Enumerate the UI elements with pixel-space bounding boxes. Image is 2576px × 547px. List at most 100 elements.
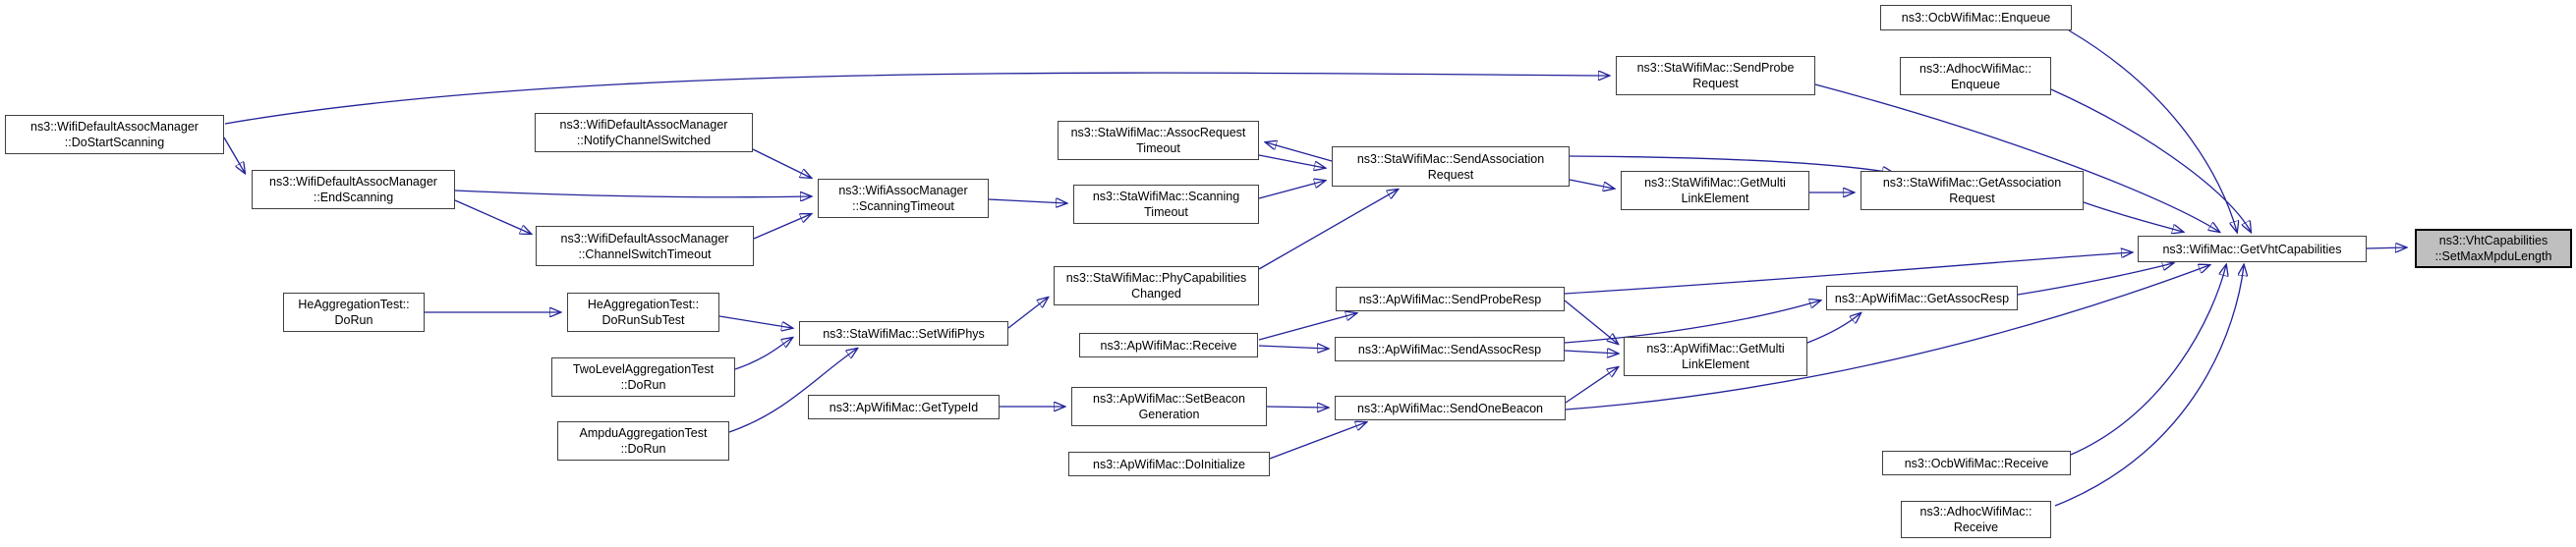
graph-node-he-agg-do-run[interactable]: HeAggregationTest::DoRun [283, 293, 425, 332]
call-edge-get-vht-capabilities--set-max-mpdu-length [2366, 247, 2406, 248]
node-label-line: ns3::ApWifiMac::GetAssocResp [1834, 291, 2010, 305]
call-edge-ap-do-initialize--ap-send-one-beacon [1269, 422, 1366, 460]
call-edge-sta-send-association-request--sta-get-association-request [1569, 155, 1893, 173]
graph-node-ocb-receive[interactable]: ns3::OcbWifiMac::Receive [1882, 451, 2071, 475]
node-label-line: Request [1692, 77, 1739, 90]
call-edge-two-level-agg-do-run--sta-set-wifi-phys [734, 338, 792, 370]
call-edge-sta-scanning-timeout--sta-send-association-request [1258, 181, 1325, 199]
graph-node-ampdu-agg-do-run[interactable]: AmpduAggregationTest::DoRun [557, 421, 729, 461]
graph-node-adhoc-receive[interactable]: ns3::AdhocWifiMac::Receive [1901, 501, 2051, 538]
call-edge-end-scanning--channel-switch-timeout [454, 199, 531, 234]
call-edge-sta-phy-capabilities-changed--sta-send-association-request [1258, 190, 1398, 270]
node-label-line: HeAggregationTest:: [587, 298, 700, 311]
graph-node-notify-channel-switched[interactable]: ns3::WifiDefaultAssocManager::NotifyChan… [535, 113, 753, 152]
call-edge-adhoc-enqueue--get-vht-capabilities [2050, 88, 2251, 232]
graph-node-wam-scanning-timeout[interactable]: ns3::WifiAssocManager::ScanningTimeout [818, 179, 989, 218]
node-label-line: ns3::ApWifiMac::GetMulti [1646, 342, 1785, 356]
graph-node-sta-set-wifi-phys[interactable]: ns3::StaWifiMac::SetWifiPhys [799, 321, 1008, 346]
graph-node-ap-do-initialize[interactable]: ns3::ApWifiMac::DoInitialize [1068, 452, 1270, 476]
call-edge-ap-receive--ap-send-assoc-resp [1258, 346, 1328, 349]
node-label-line: ::ChannelSwitchTimeout [578, 246, 712, 261]
node-label-line: TwoLevelAggregationTest [572, 362, 715, 376]
node-label-line: LinkElement [1681, 191, 1749, 205]
node-label-line: ::NotifyChannelSwitched [576, 134, 712, 147]
call-edge-ocb-receive--get-vht-capabilities [2070, 265, 2226, 456]
graph-node-set-max-mpdu-length: ns3::VhtCapabilities::SetMaxMpduLength [2415, 229, 2572, 268]
call-edge-sta-get-association-request--get-vht-capabilities [2083, 201, 2183, 232]
graph-node-adhoc-enqueue[interactable]: ns3::AdhocWifiMac::Enqueue [1900, 57, 2051, 95]
graph-node-ap-send-assoc-resp[interactable]: ns3::ApWifiMac::SendAssocResp [1335, 337, 1565, 361]
graph-node-ap-get-assoc-resp[interactable]: ns3::ApWifiMac::GetAssocResp [1826, 286, 2018, 310]
call-edge-ap-get-multi-link-element--ap-get-assoc-resp [1806, 313, 1860, 344]
call-edge-ap-send-one-beacon--get-vht-capabilities [1565, 265, 2209, 410]
graph-node-two-level-agg-do-run[interactable]: TwoLevelAggregationTest::DoRun [551, 357, 735, 397]
call-edge-sta-send-association-request--sta-get-multi-link-element [1569, 179, 1614, 189]
call-edge-end-scanning--wam-scanning-timeout [454, 190, 811, 197]
call-edge-ap-send-one-beacon--ap-get-multi-link-element [1565, 367, 1618, 404]
call-edge-ocb-enqueue--get-vht-capabilities [2068, 29, 2237, 232]
call-edge-ampdu-agg-do-run--sta-set-wifi-phys [728, 349, 857, 433]
node-label-line: Changed [1131, 287, 1181, 301]
node-label-line: LinkElement [1682, 357, 1749, 371]
call-edge-sta-send-association-request--sta-assoc-request-timeout [1266, 142, 1333, 162]
call-edge-ap-set-beacon-generation--ap-send-one-beacon [1266, 407, 1328, 408]
call-edge-ap-get-assoc-resp--get-vht-capabilities [2017, 263, 2173, 296]
node-label-line: ns3::ApWifiMac::SetBeacon [1093, 392, 1245, 406]
node-label-line: ::SetMaxMpduLength [2434, 249, 2552, 263]
node-label-line: ::ScanningTimeout [852, 199, 954, 213]
graph-node-ocb-enqueue[interactable]: ns3::OcbWifiMac::Enqueue [1880, 5, 2072, 30]
node-label-line: ns3::StaWifiMac::SendAssociation [1356, 151, 1545, 166]
node-label-line: ns3::WifiDefaultAssocManager [269, 175, 437, 189]
node-label-line: ns3::WifiDefaultAssocManager [560, 231, 729, 246]
graph-node-he-agg-do-run-sub-test[interactable]: HeAggregationTest::DoRunSubTest [567, 293, 719, 332]
call-edge-do-start-scanning--end-scanning [223, 137, 245, 173]
node-label-line: ns3::AdhocWifiMac:: [1919, 61, 2032, 76]
call-edge-adhoc-receive--get-vht-capabilities [2054, 265, 2244, 507]
node-label-line: ns3::AdhocWifiMac:: [1919, 505, 2032, 519]
node-label-line: ns3::StaWifiMac::PhyCapabilities [1065, 271, 1247, 285]
node-label-line: ns3::WifiDefaultAssocManager [559, 118, 728, 132]
node-label-line: HeAggregationTest:: [298, 298, 410, 311]
call-edge-sta-set-wifi-phys--sta-phy-capabilities-changed [1007, 298, 1048, 329]
node-label-line: Generation [1138, 408, 1200, 421]
node-label-line: Request [1949, 191, 1995, 205]
node-label-line: ns3::WifiDefaultAssocManager [30, 120, 199, 134]
node-label-line: ns3::WifiMac::GetVhtCapabilities [2162, 242, 2342, 256]
call-edge-wam-scanning-timeout--sta-scanning-timeout [988, 199, 1066, 203]
call-edge-notify-channel-switched--wam-scanning-timeout [752, 148, 811, 178]
graph-node-ap-send-one-beacon[interactable]: ns3::ApWifiMac::SendOneBeacon [1335, 396, 1566, 420]
graph-node-ap-get-type-id[interactable]: ns3::ApWifiMac::GetTypeId [808, 395, 1000, 419]
graph-node-channel-switch-timeout[interactable]: ns3::WifiDefaultAssocManager::ChannelSwi… [536, 226, 754, 266]
node-label-line: Enqueue [1950, 77, 2001, 91]
node-label-line: ns3::StaWifiMac::Scanning [1092, 190, 1240, 203]
node-label-line: ns3::ApWifiMac::Receive [1100, 338, 1237, 353]
call-edge-ap-receive--ap-send-probe-resp [1258, 313, 1356, 341]
call-edge-sta-assoc-request-timeout--sta-send-association-request [1258, 154, 1325, 168]
node-label-line: Request [1427, 167, 1474, 182]
graph-node-do-start-scanning[interactable]: ns3::WifiDefaultAssocManager::DoStartSca… [5, 115, 224, 154]
call-edge-ap-send-assoc-resp--ap-get-assoc-resp [1564, 301, 1820, 344]
node-label-line: ns3::ApWifiMac::SendAssocResp [1357, 342, 1542, 356]
node-label-line: Timeout [1136, 141, 1180, 155]
node-label-line: ns3::WifiAssocManager [838, 184, 968, 197]
node-label-line: ::EndScanning [313, 191, 394, 204]
graph-node-ap-send-probe-resp[interactable]: ns3::ApWifiMac::SendProbeResp [1336, 287, 1565, 311]
call-edge-channel-switch-timeout--wam-scanning-timeout [753, 214, 811, 240]
node-label-line: ns3::ApWifiMac::SendOneBeacon [1357, 401, 1543, 415]
node-label-line: AmpduAggregationTest [579, 426, 708, 440]
node-label-line: ns3::StaWifiMac::GetMulti [1644, 176, 1786, 190]
graph-node-get-vht-capabilities[interactable]: ns3::WifiMac::GetVhtCapabilities [2138, 236, 2367, 262]
graph-node-end-scanning[interactable]: ns3::WifiDefaultAssocManager::EndScannin… [252, 170, 455, 209]
graph-node-ap-receive[interactable]: ns3::ApWifiMac::Receive [1079, 333, 1258, 357]
